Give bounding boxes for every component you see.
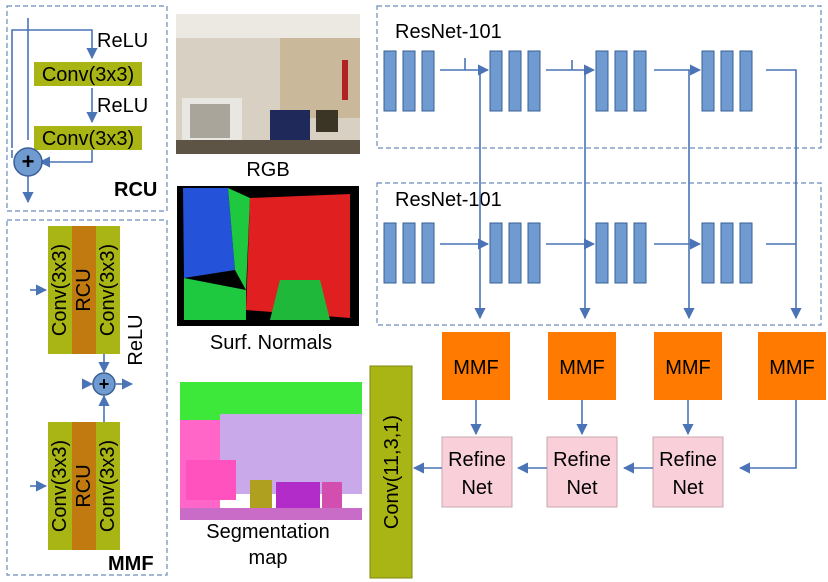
rcu-arrow-to-sum	[38, 150, 93, 168]
mmf-relu-label: ReLU	[125, 314, 147, 365]
refinenet-1	[441, 436, 513, 508]
mmf-conv-a-label: Conv(3x3)	[49, 244, 71, 336]
rcu-conv-1	[34, 62, 142, 86]
mmf-sum-node	[92, 372, 116, 396]
resnet-bottom-stage1-bar2	[402, 222, 416, 284]
normals-label: Surf. Normals	[210, 332, 332, 354]
rgb-label: RGB	[246, 159, 289, 181]
resnet-bottom-stage2-bar2	[508, 222, 522, 284]
refinenet-blocks: Refine Net Refine Net Refine Net	[441, 436, 724, 508]
resnet-top-stage1-bar2	[402, 50, 416, 112]
refinenet-2	[546, 436, 618, 508]
refinenet-3-line1: Refine	[659, 449, 717, 471]
resnet-bottom-stage4-bar1	[701, 222, 715, 284]
rcu-relu-1: ReLU	[97, 30, 148, 52]
seg-label-line2: map	[249, 547, 288, 569]
resnet-top-stage2-bar1	[489, 50, 503, 112]
mmf-panel-border	[6, 219, 168, 576]
rcu-sum-symbol: +	[22, 149, 35, 174]
seg-label-line1: Segmentation	[206, 521, 329, 543]
resnet-bottom-stage2-bar3	[527, 222, 541, 284]
mmf-blocks: MMF MMF MMF MMF	[442, 332, 826, 400]
resnet-bottom-stage2-bar1	[489, 222, 503, 284]
resnet-bottom-stage3-bar2	[614, 222, 628, 284]
resnet-to-mmf-connectors	[464, 58, 802, 320]
surface-normals-image	[177, 186, 359, 326]
mmf-rcu-a	[72, 226, 96, 354]
mmf-rcu-b-label: RCU	[73, 464, 95, 507]
mmf-conv-b-label: Conv(3x3)	[97, 244, 119, 336]
resnet-bottom-label: ResNet-101	[395, 189, 502, 211]
resnet-bottom-stage1-bar3	[421, 222, 435, 284]
conn-mmf4-refine3	[738, 400, 797, 474]
resnet-top-stage4-bar1	[701, 50, 715, 112]
refinenet-3-line2: Net	[672, 477, 704, 499]
rcu-title: RCU	[114, 179, 157, 201]
mmf-block-1	[442, 332, 510, 400]
mmf-conv-c	[48, 422, 72, 550]
mmf-block-3	[654, 332, 722, 400]
rcu-panel: ReLU Conv(3x3) ReLU Conv(3x3) + RCU	[6, 5, 168, 212]
mmf-conv-c-label: Conv(3x3)	[49, 440, 71, 532]
resnet-top: ResNet-101	[376, 5, 822, 149]
mmf-block-2-label: MMF	[559, 357, 605, 379]
resnet-bottom-border	[376, 182, 822, 326]
resnet-bottom-stage3-bar3	[633, 222, 647, 284]
refinenet-1-line1: Refine	[448, 449, 506, 471]
conn-stage2-mmf	[571, 60, 585, 318]
resnet-top-stage4-bar2	[720, 50, 734, 112]
resnet-top-border	[376, 5, 822, 149]
rcu-conv-2-label: Conv(3x3)	[42, 128, 134, 150]
rcu-conv-1-label: Conv(3x3)	[42, 64, 134, 86]
rcu-left-line	[11, 29, 28, 148]
rcu-arrow-in	[28, 29, 98, 60]
mmf-rcu-a-label: RCU	[73, 268, 95, 311]
resnet-top-stage3-bar1	[595, 50, 609, 112]
resnet-bottom-stage3-bar1	[595, 222, 609, 284]
rcu-sum-node	[13, 147, 43, 177]
resnet-top-stage4-bar3	[739, 50, 753, 112]
refinenet-3	[652, 436, 724, 508]
resnet-top-blocks	[383, 50, 753, 112]
mmf-block-2	[548, 332, 616, 400]
refinenet-2-line2: Net	[566, 477, 598, 499]
mmf-block-4-label: MMF	[769, 357, 815, 379]
segmentation-image	[180, 382, 362, 520]
resnet-bottom-stage1-bar1	[383, 222, 397, 284]
rgb-image	[176, 14, 360, 154]
resnet-top-stage2-bar2	[508, 50, 522, 112]
rcu-relu-2: ReLU	[97, 95, 148, 117]
resnet-top-stage3-bar3	[633, 50, 647, 112]
conn-stage4-mmf	[766, 69, 802, 320]
resnet-bottom: ResNet-101	[376, 182, 822, 326]
mmf-panel: Conv(3x3) RCU Conv(3x3) ReLU + Conv(3x3)…	[6, 219, 168, 576]
mmf-conv-d	[96, 422, 120, 550]
mmf-rcu-b	[72, 422, 96, 550]
rcu-panel-border	[6, 5, 168, 212]
refinenet-2-line1: Refine	[553, 449, 611, 471]
resnet-top-stage1-bar1	[383, 50, 397, 112]
rcu-conv-2	[34, 126, 142, 150]
resnet-top-stage2-bar3	[527, 50, 541, 112]
mmf-title: MMF	[108, 553, 154, 575]
resnet-bottom-stage4-bar3	[739, 222, 753, 284]
mmf-sum-symbol: +	[99, 374, 110, 394]
mmf-conv-d-label: Conv(3x3)	[97, 440, 119, 532]
mmf-block-4	[758, 332, 826, 400]
resnet-bottom-blocks	[383, 222, 753, 284]
final-conv-label: Conv(11,3,1)	[381, 415, 403, 529]
mmf-conv-a	[48, 226, 72, 354]
refinenet-1-line2: Net	[461, 477, 493, 499]
resnet-top-label: ResNet-101	[395, 21, 502, 43]
mmf-block-3-label: MMF	[665, 357, 711, 379]
resnet-top-stage1-bar3	[421, 50, 435, 112]
mmf-conv-b	[96, 226, 120, 354]
final-conv-block	[369, 365, 413, 579]
resnet-top-stage3-bar2	[614, 50, 628, 112]
resnet-bottom-stage4-bar2	[720, 222, 734, 284]
mmf-block-1-label: MMF	[453, 357, 499, 379]
